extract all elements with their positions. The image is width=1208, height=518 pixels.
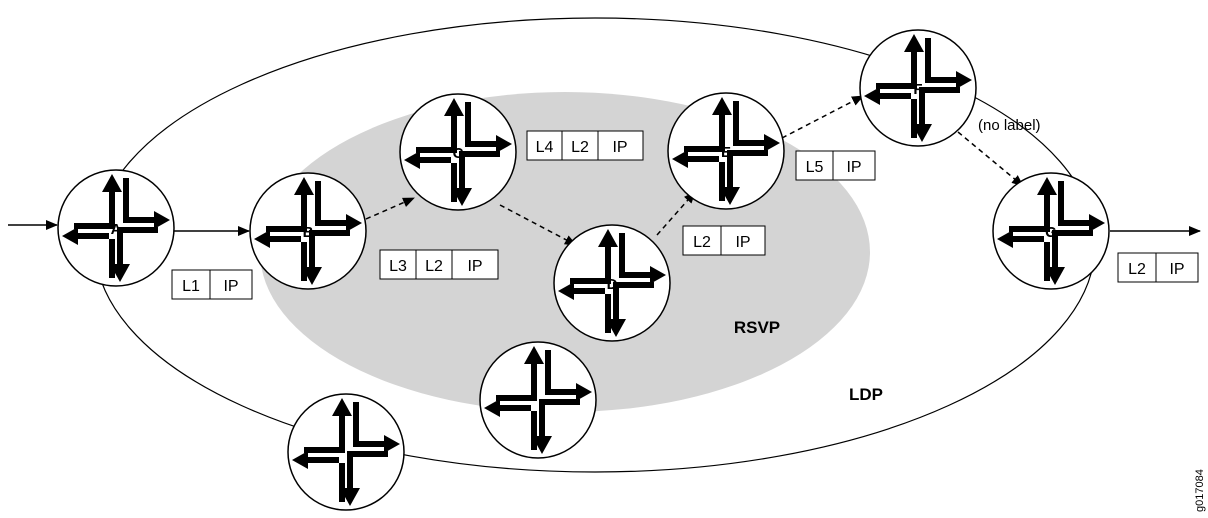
no-label-annotation: (no label)	[978, 117, 1041, 134]
link-d-e	[656, 191, 696, 236]
label-stack-c-d-cell: L2	[571, 139, 589, 156]
router-unlabeled-rsvp	[479, 341, 597, 459]
router-f: F	[859, 29, 977, 147]
label-stack-c-d: L4 L2 IP	[526, 130, 644, 161]
label-stack-a-b-cell: L1	[182, 278, 200, 295]
router-g: G	[992, 172, 1110, 290]
router-d: D	[553, 224, 671, 342]
label-stack-d-e-cell: IP	[735, 234, 750, 251]
label-stack-b-c-cell: IP	[467, 258, 482, 275]
router-b: B	[249, 172, 367, 290]
label-stack-a-b-cell: IP	[223, 278, 238, 295]
rsvp-label: RSVP	[734, 318, 780, 337]
label-stack-e-f-cell: L5	[806, 159, 824, 176]
label-stack-g-out-cell: IP	[1169, 261, 1184, 278]
router-unlabeled-ldp	[287, 393, 405, 511]
label-stack-b-c: L3 L2 IP	[379, 249, 499, 280]
router-b-label: B	[303, 224, 314, 241]
label-stack-e-f-cell: IP	[846, 159, 861, 176]
router-a-label: A	[111, 221, 122, 238]
ldp-label: LDP	[849, 385, 883, 404]
router-d-label: D	[607, 276, 618, 293]
router-e: E	[667, 92, 785, 210]
figure-id: g017084	[1194, 469, 1206, 512]
label-stack-d-e: L2 IP	[682, 225, 766, 256]
label-stack-e-f: L5 IP	[795, 150, 876, 181]
router-c-label: C	[453, 145, 464, 162]
label-stack-b-c-cell: L3	[389, 258, 407, 275]
router-g-label: G	[1045, 224, 1057, 241]
label-stack-g-out-cell: L2	[1128, 261, 1146, 278]
router-f-label: F	[913, 81, 922, 98]
router-c: C	[399, 93, 517, 211]
label-stack-c-d-cell: IP	[612, 139, 627, 156]
link-e-f	[781, 95, 864, 139]
router-e-label: E	[721, 144, 731, 161]
label-stack-g-out: L2 IP	[1117, 252, 1199, 283]
label-stack-d-e-cell: L2	[693, 234, 711, 251]
label-stack-c-d-cell: L4	[536, 139, 554, 156]
label-stack-a-b: L1 IP	[171, 269, 253, 300]
label-stack-b-c-cell: L2	[425, 258, 443, 275]
router-a: A	[57, 169, 175, 287]
link-f-g	[957, 131, 1024, 187]
